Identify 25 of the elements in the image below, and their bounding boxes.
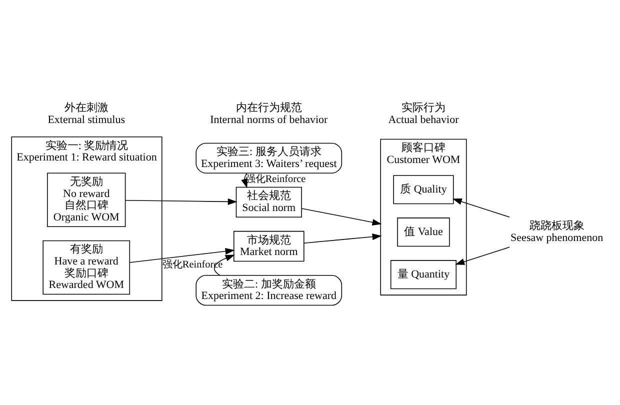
arrow	[301, 208, 382, 226]
arrow	[125, 198, 238, 204]
label: 实际行为	[401, 102, 446, 114]
node-box: 无奖励 No reward 自然口碑 Organic WOM	[47, 172, 126, 226]
label: 内在行为规范	[236, 102, 302, 114]
label: 外在刺激	[64, 102, 108, 114]
node-box: 实验二: 加奖励金额 Experiment 2: Increase reward	[196, 274, 342, 306]
arrow	[304, 232, 382, 243]
node-box: 质 Quality	[393, 174, 454, 204]
label: Internal norms of behavior	[210, 113, 328, 126]
label: Actual behavior	[388, 113, 459, 126]
label: External stimulus	[48, 113, 126, 126]
node-box: 值 Value	[397, 217, 450, 246]
edge-label: 强化Reinforce	[245, 174, 306, 185]
node-box: 有奖励 Have a reward 奖励口碑 Rewarded WOM	[42, 240, 130, 294]
arrow	[214, 254, 235, 276]
arrow	[241, 172, 248, 188]
node-box: 实验三: 服务人员请求 Experiment 3: Waiters’ request	[196, 142, 342, 173]
arrow	[452, 198, 510, 217]
arrow	[455, 246, 510, 264]
arrow	[129, 248, 235, 262]
node-box: 社会规范 Social norm	[236, 186, 302, 218]
node-box: 市场规范 Market norm	[233, 230, 304, 262]
node-box: 量 Quantity	[390, 260, 457, 289]
node-text: 跷跷板现象 Seesaw phenomenon	[510, 220, 604, 244]
